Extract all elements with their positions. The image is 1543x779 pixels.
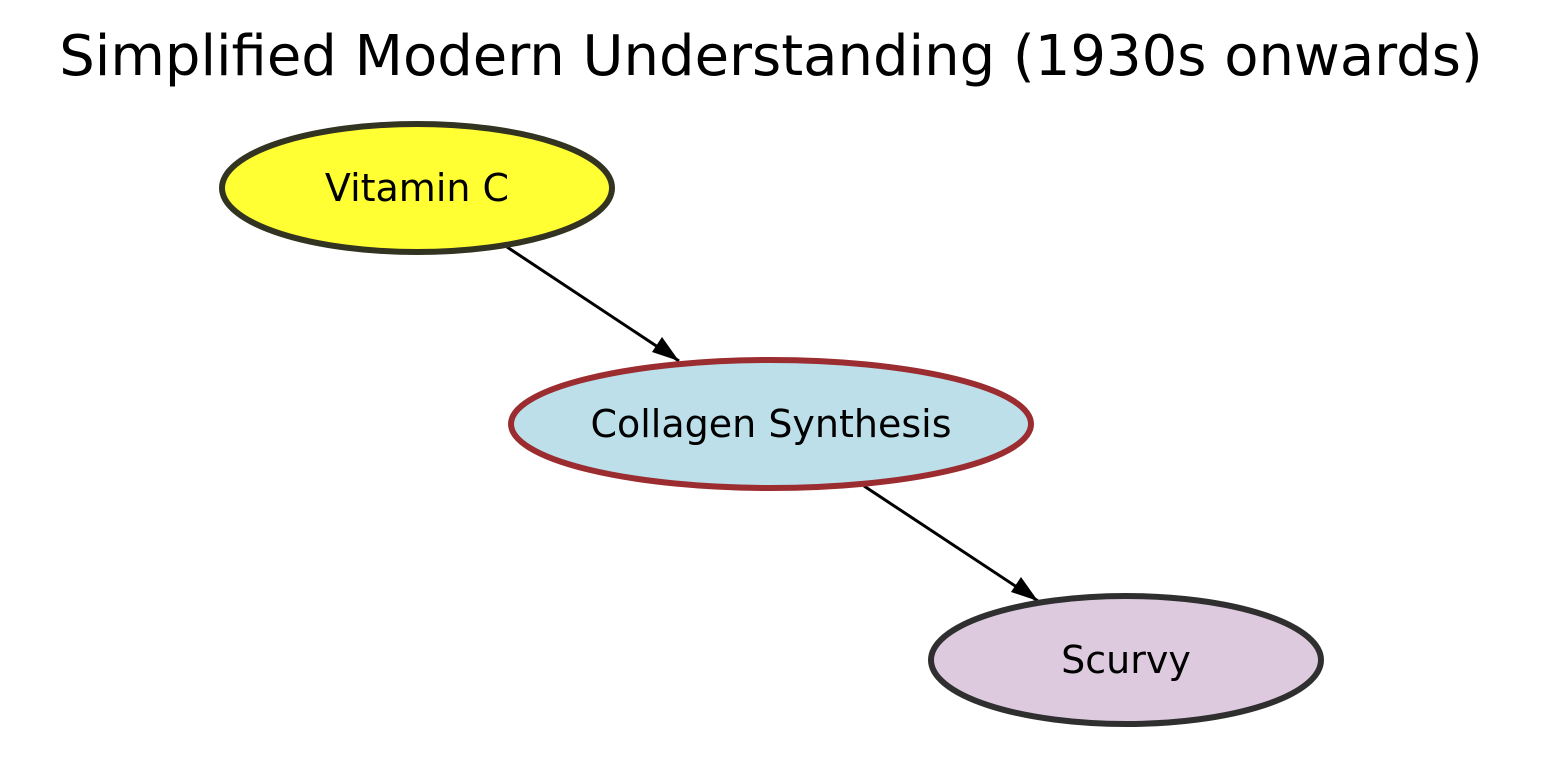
diagram-title: Simplified Modern Understanding (1930s o… [59, 24, 1483, 89]
node-collagen-synthesis-shape [508, 357, 1034, 491]
edge-vitamin-c-to-collagen-arrowhead [652, 337, 679, 361]
node-scurvy-label: Scurvy [1061, 638, 1191, 682]
edge-vitamin-c-to-collagen [506, 245, 680, 363]
edge-collagen-to-scurvy-arrowhead [1011, 577, 1038, 601]
node-vitamin-c-label: Vitamin C [325, 166, 509, 210]
node-vitamin-c: Vitamin C [219, 121, 615, 255]
node-scurvy: Scurvy [928, 593, 1324, 727]
node-vitamin-c-shape [219, 121, 615, 255]
node-collagen-synthesis-label: Collagen Synthesis [590, 402, 951, 446]
edge-collagen-to-scurvy [863, 484, 1039, 603]
node-collagen-synthesis: Collagen Synthesis [508, 357, 1034, 491]
node-scurvy-shape [928, 593, 1324, 727]
